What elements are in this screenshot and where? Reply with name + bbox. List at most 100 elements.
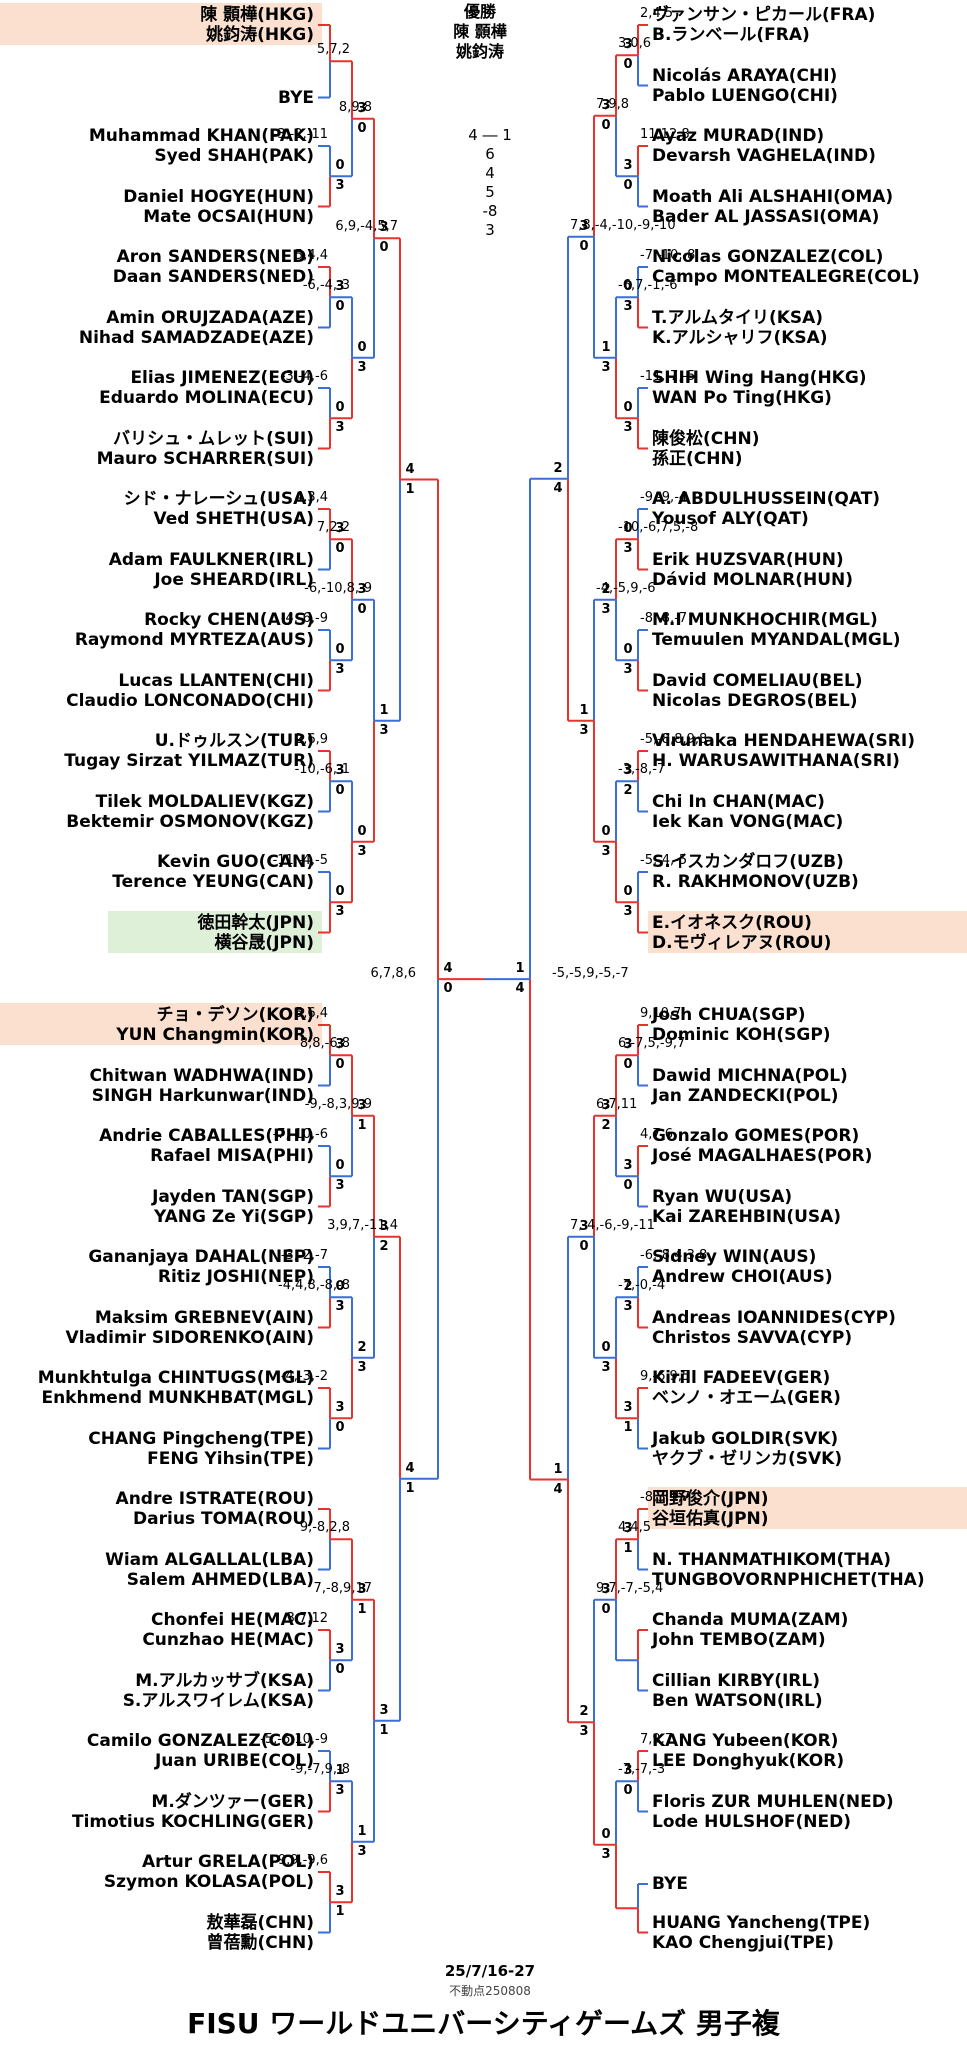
game-scores: 5,4,4 bbox=[294, 248, 328, 263]
match-score: 0 bbox=[357, 823, 367, 839]
match-score: 0 bbox=[335, 1662, 345, 1678]
match-score: 0 bbox=[601, 117, 611, 133]
player-name: Tilek MOLDALIEV(KGZ) bbox=[95, 791, 314, 812]
player-name: Daan SANDERS(NED) bbox=[112, 267, 314, 287]
match-score: 0 bbox=[443, 981, 453, 997]
match-score: 1 bbox=[335, 1763, 345, 1779]
match-score: 3 bbox=[601, 97, 611, 113]
match-score: 3 bbox=[623, 904, 633, 920]
match-score: 3 bbox=[623, 763, 633, 779]
player-name: M.アルカッサブ(KSA) bbox=[135, 1670, 314, 1691]
game-scores: -9,-9,-4 bbox=[640, 490, 688, 505]
player-name: Nihad SAMADZADE(AZE) bbox=[78, 327, 314, 348]
player-name: Christos SAVVA(CYP) bbox=[652, 1327, 853, 1348]
game-scores: 6,7,11 bbox=[596, 1096, 638, 1112]
game-scores: 7,2,2 bbox=[316, 520, 350, 536]
player-name: S.アルスワイレム(KSA) bbox=[122, 1690, 314, 1711]
match-score: 4 bbox=[553, 480, 563, 496]
game-scores: -10,-6,-1 bbox=[294, 762, 350, 778]
match-score: 3 bbox=[623, 662, 633, 678]
player-name: E.イオネスク(ROU) bbox=[652, 912, 812, 933]
player-name: Ryan WU(USA) bbox=[652, 1186, 793, 1207]
player-name: Munkhtulga CHINTUGS(MGL) bbox=[37, 1368, 314, 1388]
match-score: 3 bbox=[623, 1158, 633, 1174]
match-score: 3 bbox=[601, 1359, 611, 1375]
match-score: 3 bbox=[601, 843, 611, 859]
player-name: John TEMBO(ZAM) bbox=[652, 1630, 826, 1650]
game-scores: 9,-8,2,8 bbox=[299, 1520, 350, 1536]
match-score: 2 bbox=[601, 581, 611, 597]
match-score: 3 bbox=[357, 1097, 367, 1113]
player-name: Adam FAULKNER(IRL) bbox=[108, 549, 314, 570]
match-score: 3 bbox=[357, 359, 367, 375]
player-name: 徳田幹太(JPN) bbox=[197, 912, 314, 933]
player-name: Ved SHETH(USA) bbox=[153, 509, 315, 529]
player-name: Josh CHUA(SGP) bbox=[652, 1005, 806, 1025]
game-scores: 7,-8,9,17 bbox=[313, 1580, 372, 1596]
seed-highlight bbox=[648, 1487, 967, 1529]
player-name: FENG Yihsin(TPE) bbox=[147, 1448, 314, 1469]
match-score: 3 bbox=[335, 279, 345, 295]
match-score: 3 bbox=[335, 1642, 345, 1658]
game-scores: -11,-4,-5 bbox=[272, 853, 328, 868]
match-score: 3 bbox=[579, 1724, 589, 1740]
player-name: ヤクブ・ゼリンカ(SVK) bbox=[652, 1448, 843, 1469]
game-scores: -7,-7,-3 bbox=[618, 1762, 666, 1778]
game-scores: -5,-8,8,9,8 bbox=[640, 732, 708, 747]
match-score: 0 bbox=[357, 120, 367, 136]
player-name: Mauro SCHARRER(SUI) bbox=[96, 448, 314, 469]
champion-name: 陳 顥樺 bbox=[453, 22, 507, 41]
match-score: 0 bbox=[335, 1158, 345, 1174]
game-scores: 5,7,2 bbox=[316, 42, 350, 58]
page-title: FISU ワールドユニバーシティゲームズ 男子複 bbox=[187, 2007, 780, 2040]
player-name: Dávid MOLNAR(HUN) bbox=[652, 569, 854, 590]
match-score: 3 bbox=[357, 1359, 367, 1375]
champion-box: 優勝 陳 顥樺 姚鈞涛 bbox=[420, 2, 540, 62]
match-score: 3 bbox=[623, 37, 633, 53]
player-name: Rafael MISA(PHI) bbox=[150, 1146, 314, 1166]
match-score: 2 bbox=[357, 1339, 367, 1355]
player-name: Lode HULSHOF(NED) bbox=[652, 1811, 852, 1832]
match-score: 2 bbox=[553, 460, 563, 476]
match-score: 0 bbox=[357, 601, 367, 617]
match-score: 3 bbox=[623, 1400, 633, 1416]
game-scores: -9,-7,9,-8 bbox=[290, 1762, 350, 1778]
match-score: 3 bbox=[379, 220, 389, 236]
match-score: 3 bbox=[379, 1702, 389, 1718]
match-score: 0 bbox=[623, 884, 633, 900]
champion-header: 優勝 bbox=[463, 2, 496, 21]
match-score: 3 bbox=[335, 1299, 345, 1315]
game-scores: -3,-2,-11 bbox=[272, 127, 328, 142]
player-name: Nicolas DEGROS(BEL) bbox=[652, 690, 858, 711]
game-scores: 8,8,-6,8 bbox=[299, 1036, 350, 1052]
match-score: 3 bbox=[357, 1581, 367, 1597]
player-name: Cillian KIRBY(IRL) bbox=[652, 1670, 820, 1691]
player-name: Dawid MICHNA(POL) bbox=[652, 1065, 848, 1086]
match-score: 3 bbox=[379, 722, 389, 738]
match-score: 0 bbox=[623, 642, 633, 658]
match-score: 4 bbox=[515, 981, 525, 997]
player-name: Amin ORUJZADA(AZE) bbox=[106, 307, 314, 328]
player-name: Andreas IOANNIDES(CYP) bbox=[652, 1307, 896, 1328]
seed-highlight bbox=[0, 1003, 322, 1045]
player-name: 孫正(CHN) bbox=[652, 448, 743, 469]
match-score: 3 bbox=[623, 1299, 633, 1315]
player-name: José MAGALHAES(POR) bbox=[652, 1146, 873, 1166]
player-name: Andrie CABALLES(PHI) bbox=[99, 1126, 314, 1146]
date-range: 25/7/16-27 bbox=[444, 1962, 536, 1980]
match-score: 3 bbox=[335, 1884, 345, 1900]
player-name: 岡野俊介(JPN) bbox=[652, 1489, 769, 1509]
player-name: KANG Yubeen(KOR) bbox=[652, 1731, 839, 1751]
player-name: HUANG Yancheng(TPE) bbox=[652, 1912, 871, 1933]
match-score: 0 bbox=[623, 400, 633, 416]
game-scores: -5,-5,9,-5,-7 bbox=[552, 966, 629, 982]
player-name: SINGH Harkunwar(IND) bbox=[91, 1085, 314, 1106]
game-scores: -6,-8,4,3,8 bbox=[640, 1248, 708, 1263]
match-score: 3 bbox=[623, 299, 633, 315]
player-name: U.ドゥルスン(TUR) bbox=[154, 731, 314, 751]
game-scores: 9,-6,9,5 bbox=[640, 1369, 691, 1384]
player-name: Ayaz MURAD(IND) bbox=[652, 126, 825, 146]
final-score-line: 6 bbox=[485, 145, 495, 163]
